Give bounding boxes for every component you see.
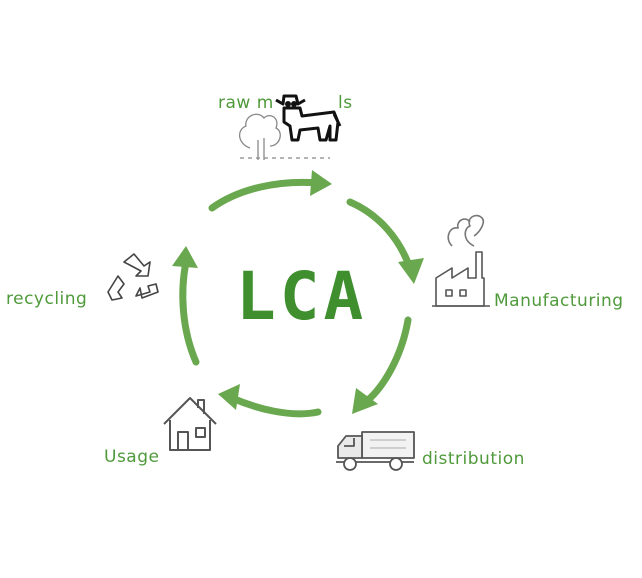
cow-icon xyxy=(275,94,342,142)
arrow-right-top-head xyxy=(398,258,424,284)
arrow-top-head xyxy=(310,170,332,196)
cycle-arrows xyxy=(172,170,424,418)
arrow-right-bottom xyxy=(364,316,412,404)
arrow-right-top xyxy=(346,198,414,272)
usage-label: Usage xyxy=(104,447,160,467)
tree-icon xyxy=(239,113,330,160)
manufacturing-label: Manufacturing xyxy=(494,291,624,311)
recycling-label: recycling xyxy=(6,289,88,309)
arrow-bottom xyxy=(228,394,322,418)
arrow-left-head xyxy=(172,246,198,268)
raw-materials-label-tail: ls xyxy=(338,93,353,113)
raw-materials-label: raw m xyxy=(218,93,274,113)
arrow-top xyxy=(208,178,322,212)
arrow-left xyxy=(179,258,200,366)
factory-icon xyxy=(432,214,490,307)
house-icon xyxy=(163,397,217,451)
arrow-right-bottom-head xyxy=(352,388,378,414)
recycle-icon xyxy=(107,253,159,301)
arrow-bottom-head xyxy=(218,384,240,410)
truck-icon xyxy=(336,431,415,471)
center-title: LCA xyxy=(236,258,368,335)
distribution-label: distribution xyxy=(422,449,525,469)
